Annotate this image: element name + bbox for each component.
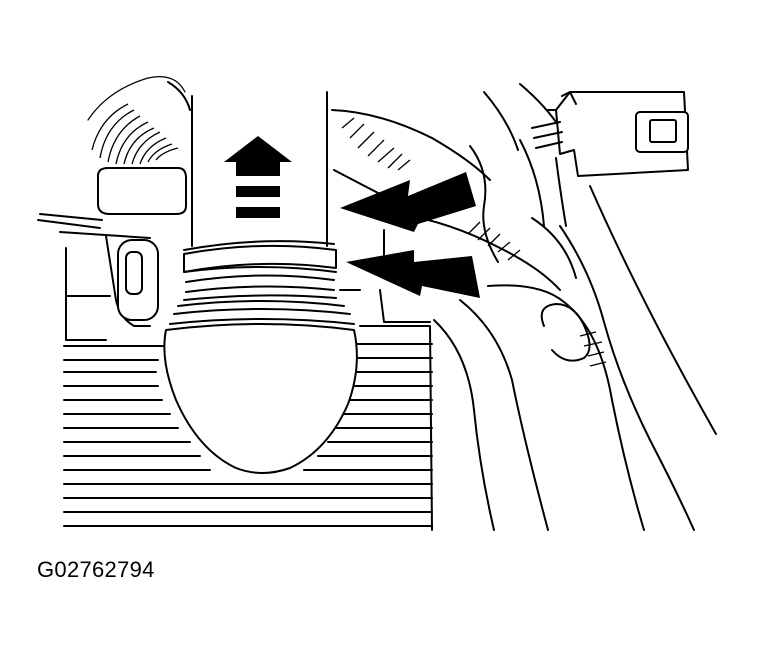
wire-harness [433,83,717,531]
left-hatched-surface [87,76,191,165]
sensor-dome [163,323,358,474]
housing-ribs [63,325,433,531]
arrow-up-icon [224,136,292,218]
vertical-tube [183,91,335,251]
electrical-connector [519,91,689,227]
left-clip [37,167,187,341]
right-hatched-component [331,109,561,323]
arrow-left-icon [340,172,476,232]
arrow-left-icon-lower [346,250,480,298]
figure-code: G02762794 [37,557,155,582]
rubber-boot [169,244,355,325]
